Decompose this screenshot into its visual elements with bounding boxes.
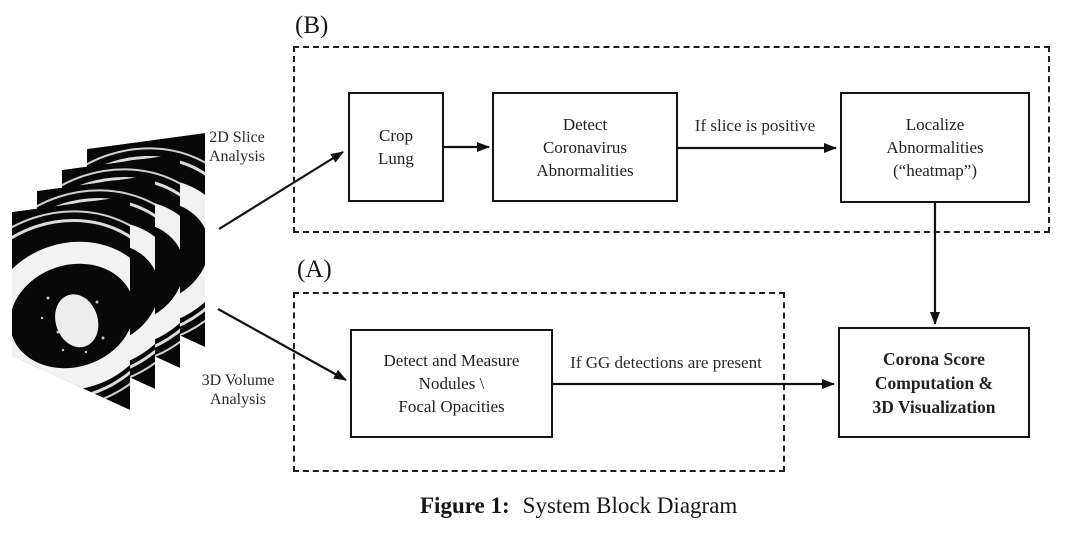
- diagram-arrows: [217, 142, 940, 389]
- node-localize-line1: Localize: [905, 115, 965, 134]
- section-a-label: (A): [297, 256, 332, 283]
- edge-label-if-gg-present: If GG detections are present: [570, 353, 762, 372]
- node-detect-coronavirus-abnormalities: Detect Coronavirus Abnormalities: [492, 92, 678, 202]
- node-localize-line3: (“heatmap”): [893, 161, 977, 180]
- node-crop-lung-line1: Crop: [379, 126, 413, 145]
- node-detect-measure-nodules: Detect and Measure Nodules \ Focal Opaci…: [350, 329, 553, 438]
- arrow-3d-volume-path: [217, 308, 347, 381]
- ct-slice-stack: [12, 133, 205, 410]
- node-corona-line3: 3D Visualization: [872, 396, 996, 417]
- path-label-3d-line1: 3D Volume: [201, 372, 275, 389]
- node-corona-score-computation: Corona Score Computation & 3D Visualizat…: [838, 327, 1030, 438]
- arrow-2d-slice-path: [218, 151, 344, 230]
- node-detect-cov-line3: Abnormalities: [536, 160, 634, 180]
- section-a-boundary: [293, 292, 785, 472]
- path-label-2d-line1: 2D Slice: [209, 129, 265, 146]
- path-label-3d-volume-analysis: 3D Volume Analysis: [202, 371, 275, 409]
- node-detect-measure-line2: Nodules \: [418, 374, 485, 393]
- node-crop-lung-line2: Lung: [378, 149, 414, 168]
- figure-caption-text: System Block Diagram: [522, 493, 738, 518]
- section-b-boundary: [293, 46, 1050, 233]
- node-detect-cov-line2: Coronavirus: [542, 137, 628, 157]
- figure-caption: Figure 1: System Block Diagram: [420, 492, 737, 520]
- node-crop-lung: Crop Lung: [348, 92, 444, 202]
- figure-caption-label: Figure 1:: [420, 493, 510, 518]
- node-detect-cov-line1: Detect: [562, 114, 608, 134]
- node-corona-line1: Corona Score: [883, 348, 985, 369]
- node-detect-measure-line3: Focal Opacities: [398, 397, 505, 416]
- edge-label-if-slice-positive: If slice is positive: [694, 116, 816, 135]
- node-localize-line2: Abnormalities: [886, 138, 984, 157]
- node-detect-measure-line1: Detect and Measure: [383, 351, 520, 370]
- path-label-2d-line2: Analysis: [209, 148, 265, 165]
- node-localize-abnormalities: Localize Abnormalities (“heatmap”): [840, 92, 1030, 203]
- node-corona-line2: Computation &: [874, 372, 994, 393]
- path-label-3d-line2: Analysis: [210, 391, 266, 408]
- path-label-2d-slice-analysis: 2D Slice Analysis: [209, 128, 265, 166]
- section-b-label: (B): [295, 12, 329, 39]
